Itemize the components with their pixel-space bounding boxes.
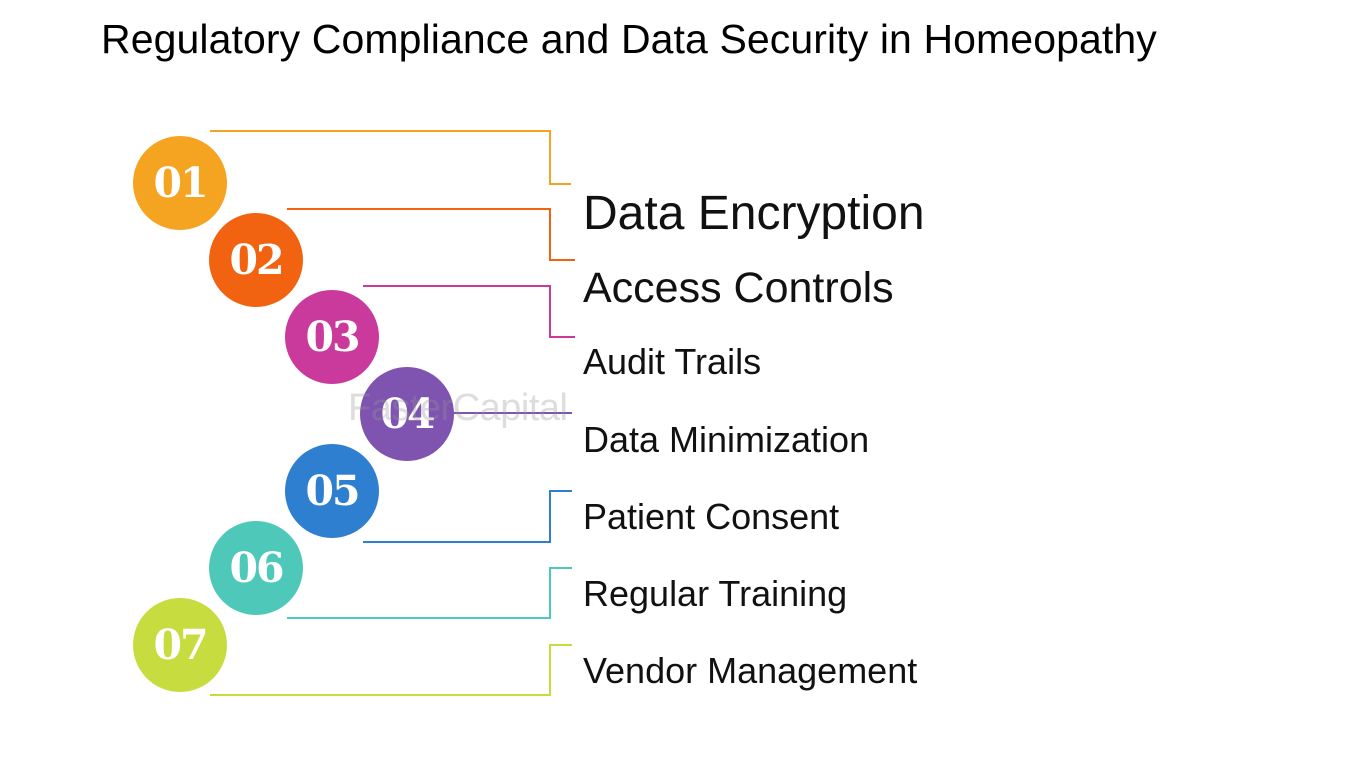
step-circle-03: 03 xyxy=(285,290,379,384)
step-number-06: 06 xyxy=(229,544,284,592)
step-circle-06: 06 xyxy=(209,521,303,615)
step-circle-07: 07 xyxy=(133,598,227,692)
step-number-03: 03 xyxy=(305,313,360,361)
step-label-04: Data Minimization xyxy=(583,419,870,460)
step-circle-02: 02 xyxy=(209,213,303,307)
diagram-title: Regulatory Compliance and Data Security … xyxy=(101,16,1157,62)
step-circle-04: 04 xyxy=(360,367,454,461)
watermark-logo: FasterCapital xyxy=(348,387,568,429)
step-label-06: Regular Training xyxy=(583,573,848,614)
connector-line-02 xyxy=(287,208,575,261)
step-number-02: 02 xyxy=(229,236,284,284)
connector-line-06 xyxy=(287,567,572,619)
connector-line-01 xyxy=(210,130,571,185)
step-circle-01: 01 xyxy=(133,136,227,230)
step-label-01: Data Encryption xyxy=(583,187,925,240)
step-number-04: 04 xyxy=(380,390,435,438)
step-number-07: 07 xyxy=(153,621,208,669)
connector-line-03 xyxy=(363,285,575,338)
step-number-01: 01 xyxy=(153,159,208,207)
step-label-03: Audit Trails xyxy=(583,341,762,382)
connector-line-07 xyxy=(210,644,572,696)
step-label-02: Access Controls xyxy=(583,264,894,312)
step-label-07: Vendor Management xyxy=(583,650,918,691)
step-number-05: 05 xyxy=(305,467,360,515)
connector-line-05 xyxy=(363,490,572,543)
step-circle-05: 05 xyxy=(285,444,379,538)
step-label-05: Patient Consent xyxy=(583,496,840,537)
